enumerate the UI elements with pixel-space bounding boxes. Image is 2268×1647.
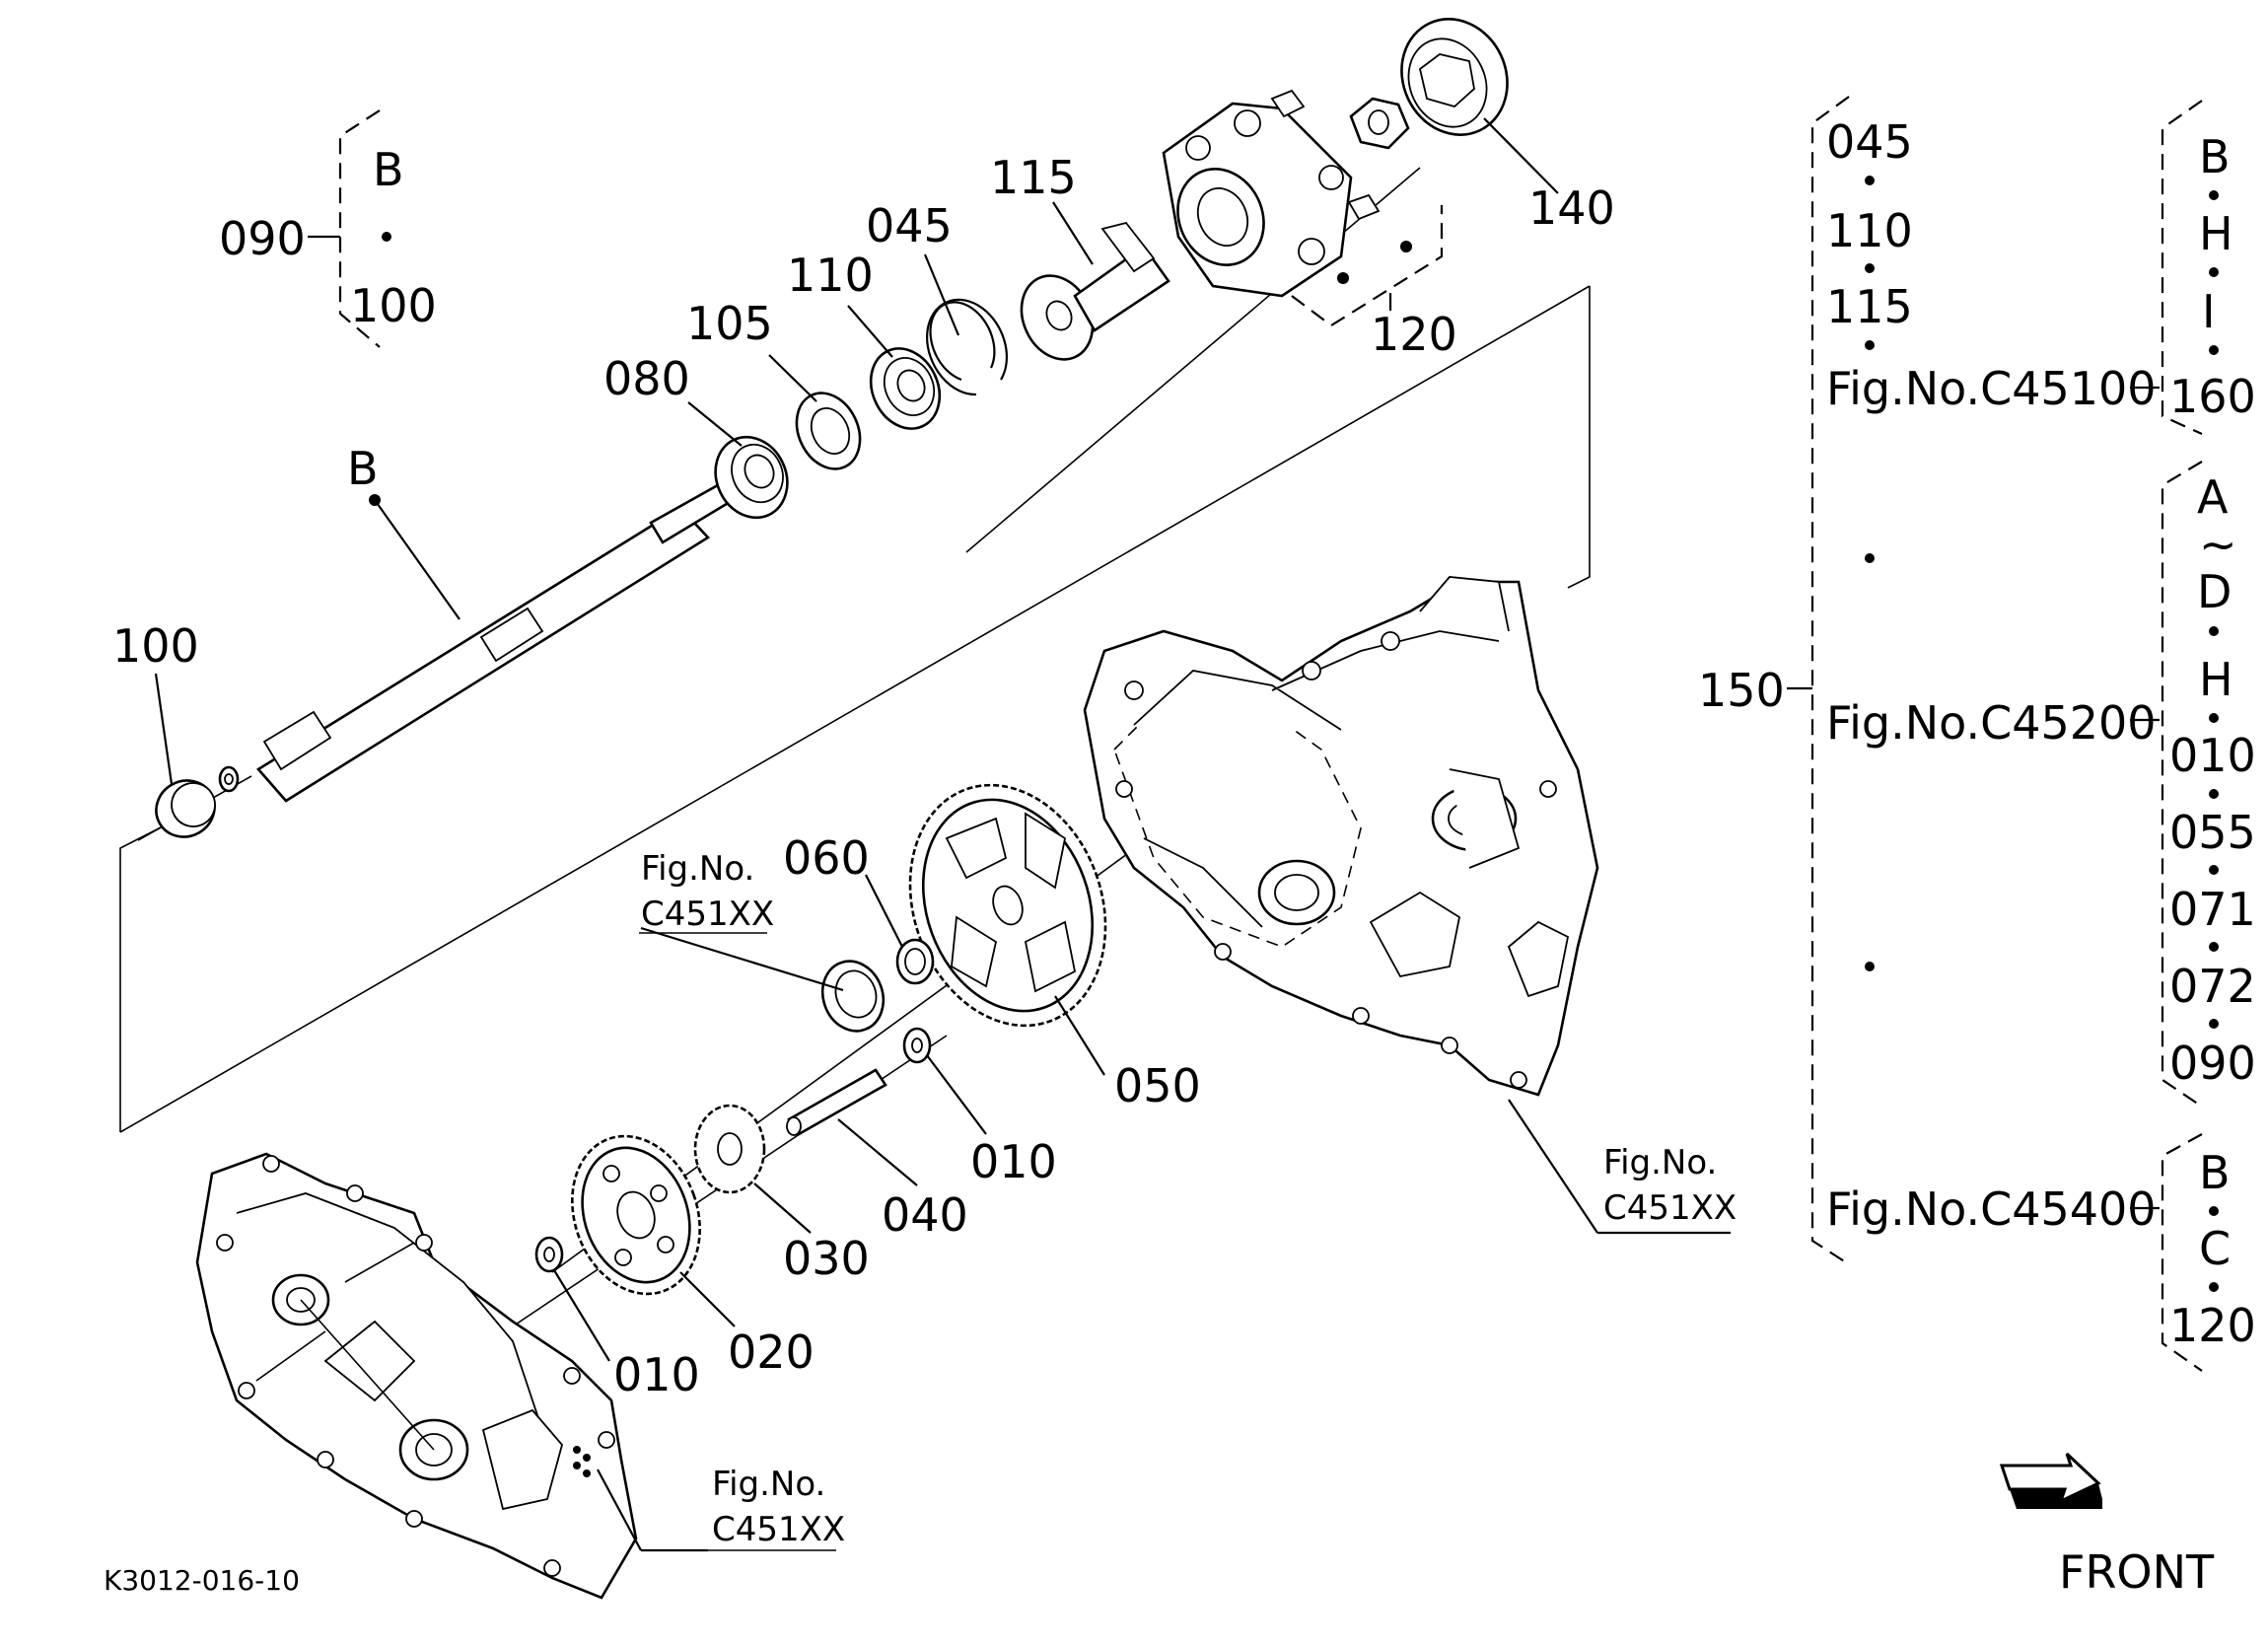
group-090-bracket: 090 B 100 bbox=[219, 109, 437, 348]
c45200-item-4: 010 bbox=[2169, 729, 2256, 782]
part-020-gear bbox=[571, 1134, 701, 1296]
callout-110: 110 bbox=[787, 249, 874, 302]
callout-045: 045 bbox=[866, 199, 953, 252]
part-010-washer-upper bbox=[902, 1027, 932, 1064]
callout-080: 080 bbox=[603, 352, 690, 405]
c45400-item-1: C bbox=[2199, 1222, 2231, 1275]
part-140-seal bbox=[1400, 18, 1509, 136]
callout-115: 115 bbox=[990, 151, 1077, 204]
c45200-item-8: 090 bbox=[2169, 1037, 2256, 1090]
callout-030: 030 bbox=[783, 1232, 870, 1285]
part-080-bearing bbox=[714, 435, 789, 520]
c45200-item-6: 071 bbox=[2169, 883, 2256, 936]
callout-105: 105 bbox=[686, 297, 773, 350]
fig-c45100-label: Fig.No.C45100 bbox=[1826, 362, 2157, 415]
part-040-pin bbox=[786, 1068, 887, 1136]
c45200-item-5: 055 bbox=[2169, 806, 2256, 859]
c45200-item-1: ~ bbox=[2199, 518, 2237, 571]
fig-c45200-label: Fig.No.C45200 bbox=[1826, 696, 2157, 750]
c45100-item-0: B bbox=[2199, 130, 2231, 183]
main-shaft bbox=[218, 479, 737, 803]
assembly-list-item-2: 115 bbox=[1826, 280, 1913, 333]
side-cover bbox=[195, 1152, 638, 1600]
figref-cover-line2: C451XX bbox=[712, 1510, 845, 1549]
part-115-sleeve bbox=[1020, 221, 1170, 361]
part-045-snap-ring bbox=[926, 298, 1008, 396]
c45100-item-2: I bbox=[2202, 285, 2216, 338]
c45100-item-1: H bbox=[2199, 207, 2233, 260]
figref-bearing: Fig.No. C451XX bbox=[639, 849, 774, 934]
c45200-item-7: 072 bbox=[2169, 960, 2256, 1013]
figref-cover-line1: Fig.No. bbox=[712, 1465, 825, 1504]
part-030-pinion bbox=[693, 1104, 766, 1194]
callout-b: B bbox=[347, 442, 379, 495]
transmission-case bbox=[1083, 576, 1599, 1097]
figref-cover: Fig.No. C451XX bbox=[708, 1465, 845, 1551]
c45200-item-3: H bbox=[2199, 653, 2233, 706]
figref-bearing-line1: Fig.No. bbox=[641, 849, 754, 889]
group-090-ref: 090 bbox=[219, 212, 306, 265]
c45400-item-0: B bbox=[2199, 1146, 2231, 1199]
c45100-item-3: 160 bbox=[2169, 370, 2256, 423]
part-120-flange bbox=[1162, 89, 1381, 298]
callout-100: 100 bbox=[112, 619, 199, 673]
leader-lines bbox=[154, 117, 1731, 1552]
c45200-item-0: A bbox=[2197, 470, 2229, 524]
callout-140: 140 bbox=[1528, 181, 1615, 235]
part-050-gear bbox=[908, 783, 1107, 1028]
callout-060: 060 bbox=[783, 831, 870, 885]
figref-bearing-line2: C451XX bbox=[641, 895, 774, 934]
front-label: FRONT bbox=[2059, 1545, 2215, 1599]
figref-case: Fig.No. C451XX bbox=[1597, 1143, 1736, 1234]
front-arrow-icon bbox=[1999, 1452, 2102, 1509]
callout-050: 050 bbox=[1114, 1059, 1201, 1112]
callout-020: 020 bbox=[728, 1325, 815, 1379]
c45400-item-2: 120 bbox=[2169, 1299, 2256, 1352]
assembly-150-table: 150 045 110 115 Fig.No.C45100 B H I 160 … bbox=[1698, 96, 2256, 1372]
part-105-washer bbox=[795, 392, 862, 470]
figref-case-line1: Fig.No. bbox=[1603, 1143, 1717, 1182]
callout-010-lower: 010 bbox=[613, 1348, 700, 1401]
part-nut bbox=[1349, 97, 1410, 150]
part-060-seal bbox=[895, 938, 935, 985]
c45200-item-2: D bbox=[2197, 565, 2232, 618]
assembly-list-item-0: 045 bbox=[1826, 115, 1913, 169]
group-090-top: B bbox=[373, 143, 404, 196]
group-090-bottom: 100 bbox=[350, 279, 437, 332]
diagram-id: K3012-016-10 bbox=[104, 1564, 300, 1597]
callout-120: 120 bbox=[1371, 308, 1457, 361]
fig-c45400-label: Fig.No.C45400 bbox=[1826, 1182, 2157, 1236]
part-120-bracket bbox=[1291, 205, 1444, 327]
callout-040: 040 bbox=[882, 1188, 968, 1242]
part-110-bearing bbox=[869, 347, 942, 430]
part-100-collar bbox=[155, 779, 216, 838]
part-010-washer-lower bbox=[534, 1236, 564, 1273]
figref-case-line2: C451XX bbox=[1603, 1188, 1736, 1228]
part-bearing-c451 bbox=[820, 960, 886, 1033]
assembly-list-item-1: 110 bbox=[1826, 204, 1913, 257]
assembly-150-ref: 150 bbox=[1698, 664, 1785, 717]
callout-010-upper: 010 bbox=[970, 1135, 1057, 1188]
callout-labels: B 100 080 105 110 045 115 140 120 060 05… bbox=[112, 151, 1615, 1401]
